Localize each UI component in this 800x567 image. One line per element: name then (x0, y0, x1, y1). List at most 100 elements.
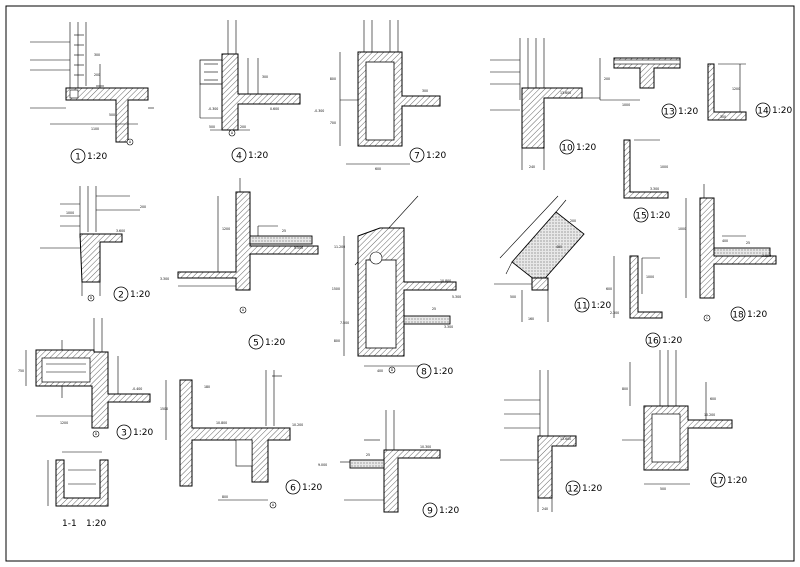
dim-text: 9.000 (318, 463, 327, 467)
detail-scale: 1:20 (439, 506, 459, 516)
dim-text: 7.500 (340, 321, 349, 325)
dim-text: 1000 (66, 211, 74, 215)
dim-text: 400 (377, 369, 383, 373)
detail-number: 6 (290, 484, 296, 494)
detail-7: 600 300 -0.300 800 700 7 1:20 (314, 20, 446, 171)
detail-number: 17 (712, 477, 723, 487)
detail-scale: 1:20 (433, 367, 453, 377)
detail-1: A 1100 200 300 500 1 1:20 (30, 22, 154, 164)
dim-text: 240 (542, 507, 548, 511)
detail-scale: 1:20 (248, 151, 268, 161)
detail-scale: 1:20 (678, 107, 698, 117)
dim-text: 200 (140, 205, 146, 209)
dim-text: 200 (94, 73, 100, 77)
dim-text: 1200 (732, 87, 740, 91)
dim-text: 1200 (60, 421, 68, 425)
dim-text: 1000 (622, 103, 630, 107)
dim-text: 10.300 (420, 445, 431, 449)
axis-label: A (242, 308, 245, 312)
detail-5: A 1200 5.500 3.300 25 5 1:20 (160, 178, 319, 350)
detail-14: 1200 300 14 1:20 (707, 63, 792, 121)
detail-6: A 1500 10.800 10.200 800 180 6 1:20 (160, 370, 322, 509)
dim-text: 200 (570, 219, 576, 223)
dim-text: 160 (528, 317, 534, 321)
section-scale: 1:20 (86, 519, 106, 529)
axis-label: A (231, 131, 234, 135)
section-1-1: 1-1 1:20 (47, 451, 109, 529)
dim-text: 10.200 (704, 413, 715, 417)
dim-text: 10.800 (216, 421, 227, 425)
detail-number: 13 (663, 108, 674, 118)
dim-text: -0.300 (208, 107, 218, 111)
detail-2: D 1000 3.600 200 2 1:20 (40, 186, 150, 302)
axis-label: D (95, 432, 98, 436)
detail-15: 3.300 1000 15 1:20 (623, 139, 670, 223)
dim-text: 500 (109, 113, 115, 117)
detail-scale: 1:20 (302, 483, 322, 493)
dim-text: 3.800 (762, 254, 771, 258)
detail-scale: 1:20 (576, 143, 596, 153)
dim-text: 800 (334, 339, 340, 343)
detail-scale: 1:20 (772, 106, 792, 116)
dim-text: 500 (209, 125, 215, 129)
dim-text: 3.600 (116, 229, 125, 233)
detail-number: 15 (635, 212, 646, 222)
dim-text: 3.300 (650, 187, 659, 191)
detail-12: 13.600 240 12 1:20 (500, 370, 602, 512)
axis-label: A (129, 140, 132, 144)
dim-text: 180 (204, 385, 210, 389)
dim-text: 25 (432, 307, 436, 311)
detail-number: 18 (732, 311, 744, 321)
detail-number: 2 (118, 291, 124, 301)
sheet-border (5, 5, 795, 562)
dim-text: 13.600 (560, 437, 571, 441)
dim-text: 240 (529, 165, 535, 169)
dim-text: 25 (282, 229, 286, 233)
detail-number: 7 (414, 152, 420, 162)
dim-text: 500 (660, 487, 666, 491)
detail-3: D 750 1200 -0.400 3 1:20 (18, 318, 153, 440)
dim-text: 800 (622, 387, 628, 391)
detail-8: D 11.200 10.800 7.500 1500 800 400 3.300… (332, 195, 461, 379)
axis-label: A (272, 503, 275, 507)
dim-text: 200 (604, 77, 610, 81)
dim-text: -0.400 (132, 387, 142, 391)
dim-text: 1000 (646, 275, 654, 279)
detail-4: A 500 300 200 0.600 -0.300 4 1:20 (199, 20, 301, 163)
dim-text: 1000 (678, 227, 686, 231)
dim-text: 200 (240, 125, 246, 129)
dim-text: 3.300 (444, 325, 453, 329)
detail-scale: 1:20 (747, 310, 767, 320)
detail-scale: 1:20 (426, 151, 446, 161)
section-label: 1-1 (62, 519, 77, 529)
detail-number: 4 (236, 152, 242, 162)
dim-text: 1500 (332, 287, 340, 291)
dim-text: 0.600 (270, 107, 279, 111)
detail-scale: 1:20 (133, 428, 153, 438)
detail-scale: 1:20 (130, 290, 150, 300)
detail-number: 9 (427, 507, 433, 517)
dim-text: 800 (330, 77, 336, 81)
detail-11: 500 160 400 200 11 1:20 (494, 195, 611, 322)
detail-scale: 1:20 (582, 484, 602, 494)
detail-9: 9.000 10.300 25 9 1:20 (318, 410, 459, 518)
detail-scale: 1:20 (87, 152, 107, 162)
detail-scale: 1:20 (265, 338, 285, 348)
detail-number: 1 (75, 153, 81, 163)
dim-text: 5.300 (452, 295, 461, 299)
dim-text: 400 (556, 245, 562, 249)
dim-text: 800 (222, 495, 228, 499)
detail-scale: 1:20 (591, 301, 611, 311)
detail-10: 240 13.600 10 1:20 (490, 38, 596, 170)
dim-text: 2.300 (610, 311, 619, 315)
dim-text: 500 (510, 295, 516, 299)
detail-scale: 1:20 (727, 476, 747, 486)
detail-number: 3 (121, 429, 127, 439)
detail-18: C 1000 400 3.800 25 18 1:20 (678, 184, 777, 322)
dim-text: 11.200 (334, 245, 345, 249)
dim-text: 300 (94, 53, 100, 57)
axis-label: D (90, 296, 93, 300)
dim-text: 13.600 (560, 91, 571, 95)
detail-scale: 1:20 (662, 336, 682, 346)
